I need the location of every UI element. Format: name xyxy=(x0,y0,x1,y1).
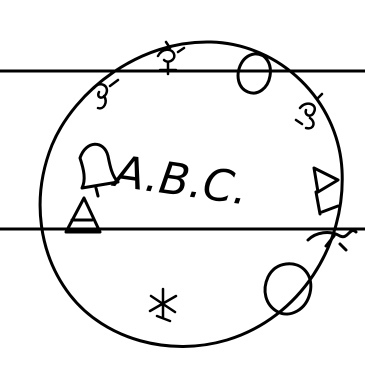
squiggle-right-icon xyxy=(296,94,322,128)
small-circle-top-icon xyxy=(238,54,270,93)
star-icon xyxy=(150,289,176,321)
triangle-flag-right-icon xyxy=(314,168,338,214)
squiggle-top-left-icon xyxy=(94,80,118,108)
center-label: A.B.C. xyxy=(109,146,252,216)
scribble-bottom-right-icon xyxy=(308,230,356,250)
triangle-left-icon xyxy=(66,198,100,232)
